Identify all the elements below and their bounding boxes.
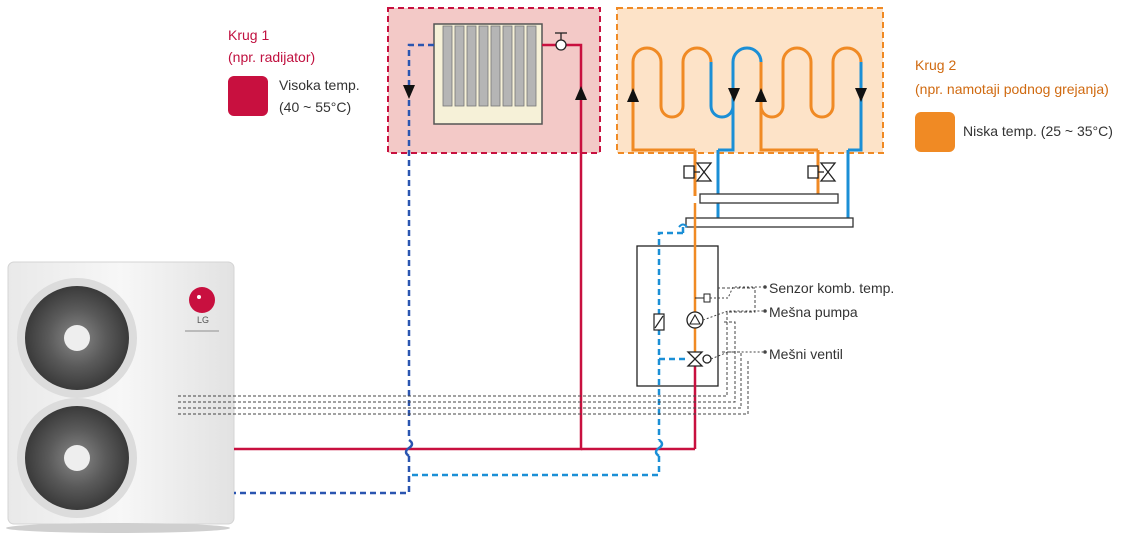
mixing-pump-label: Mešna pumpa xyxy=(769,304,858,320)
mixing-valve-label: Mešni ventil xyxy=(769,346,843,362)
high-temp-label: Visoka temp. xyxy=(279,77,360,93)
return-manifold xyxy=(685,217,854,228)
mixing-sensor-label: Senzor komb. temp. xyxy=(769,280,895,296)
lg-logo-icon xyxy=(189,287,215,313)
mixing-valve-icon xyxy=(686,351,712,367)
supply-manifold xyxy=(699,193,839,204)
temp-sensor-icon xyxy=(703,293,711,303)
circuit2-subtitle: (npr. namotaji podnog grejanja) xyxy=(915,81,1109,97)
radiator-icon xyxy=(433,23,543,125)
lg-brand-text: LG xyxy=(197,315,209,325)
low-temp-swatch xyxy=(915,112,955,152)
circuit2-title: Krug 2 xyxy=(915,57,957,73)
high-temp-range: (40 ~ 55°C) xyxy=(279,99,352,115)
zone-valve-icons xyxy=(683,162,837,182)
zone2-box xyxy=(616,7,884,154)
circuit1-subtitle: (npr. radijator) xyxy=(228,49,316,65)
high-temp-swatch xyxy=(228,76,268,116)
outdoor-unit-image: LG xyxy=(6,261,235,533)
low-temp-label: Niska temp. (25 ~ 35°C) xyxy=(963,123,1113,139)
mixing-kit-box xyxy=(636,245,719,387)
circuit1-title: Krug 1 xyxy=(228,27,270,43)
